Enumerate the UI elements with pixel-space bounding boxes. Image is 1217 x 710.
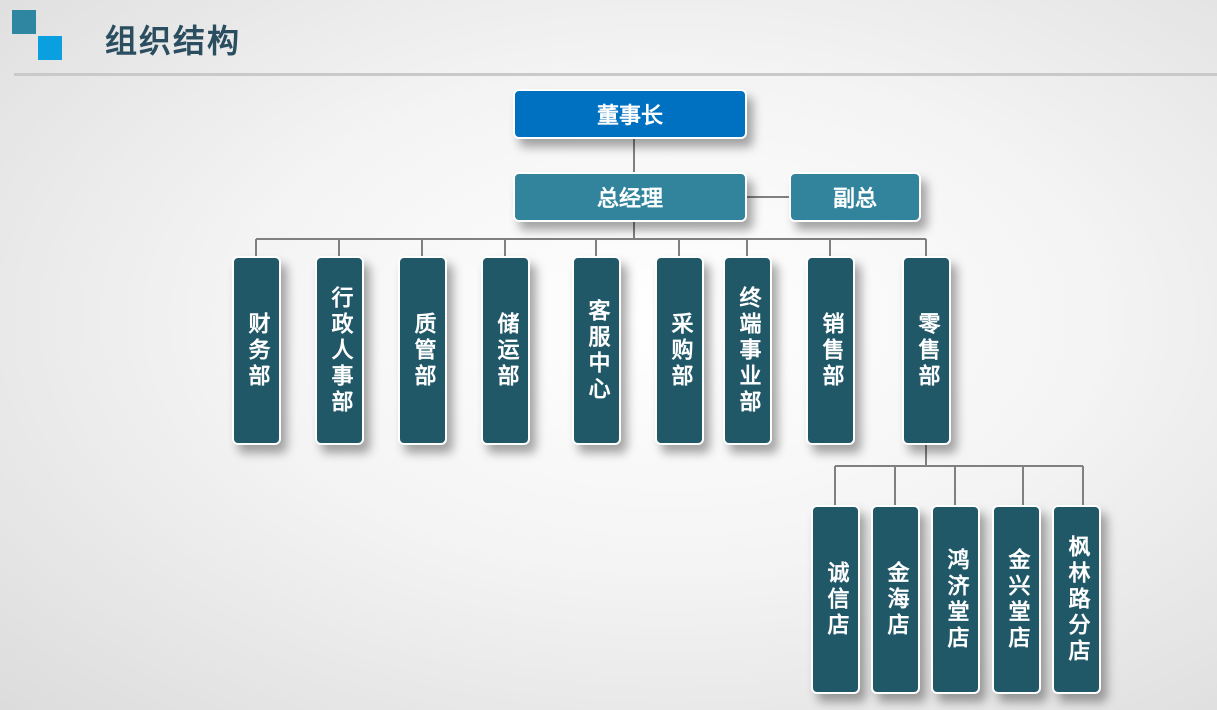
- node-dept-logistics: 储运部: [481, 256, 530, 445]
- node-deputy: 副总: [789, 172, 921, 222]
- node-dept-terminal-business: 终端事业部: [723, 256, 772, 445]
- node-store-fenglinlu: 枫林路分店: [1052, 505, 1101, 694]
- node-store-chengxin: 诚信店: [811, 505, 860, 694]
- page-title: 组织结构: [105, 22, 242, 60]
- logo-square-light: [38, 36, 62, 60]
- node-dept-purchasing: 采购部: [655, 256, 704, 445]
- node-store-jinhai: 金海店: [871, 505, 920, 694]
- node-general-manager: 总经理: [513, 172, 747, 222]
- node-store-hongjitang: 鸿济堂店: [931, 505, 980, 694]
- header-divider: [14, 73, 1217, 76]
- node-dept-retail: 零售部: [902, 256, 951, 445]
- node-dept-finance: 财务部: [232, 256, 281, 445]
- node-dept-admin-hr: 行政人事部: [315, 256, 364, 445]
- node-store-jinxingtang: 金兴堂店: [992, 505, 1041, 694]
- logo-mark: [12, 10, 64, 62]
- node-chairman: 董事长: [513, 89, 747, 139]
- node-dept-customer-service: 客服中心: [572, 256, 621, 445]
- logo-square-dark: [12, 10, 36, 34]
- node-dept-sales: 销售部: [806, 256, 855, 445]
- node-dept-quality: 质管部: [398, 256, 447, 445]
